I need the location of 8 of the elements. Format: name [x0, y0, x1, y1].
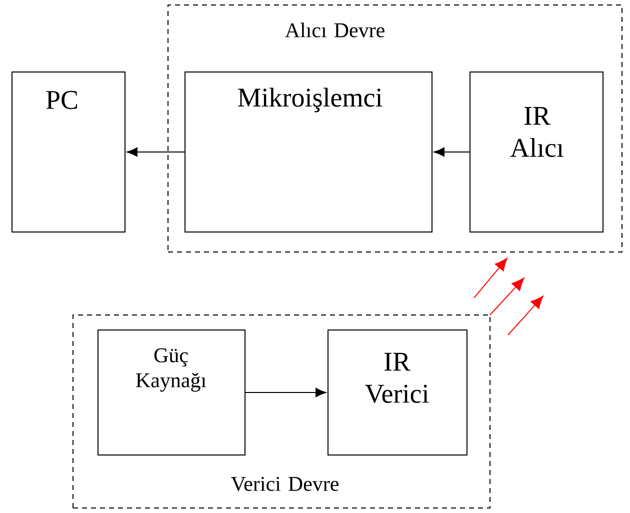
block-box: PC: [12, 72, 126, 232]
block-box: IR Alıcı: [470, 72, 604, 232]
block-box: Mikroişlemci: [184, 72, 432, 232]
arrow: [245, 388, 326, 398]
arrow: [434, 147, 470, 157]
arrow: [126, 147, 185, 157]
block-box: IR Verici: [328, 330, 468, 456]
block-box: Güç Kaynağı: [98, 330, 246, 456]
